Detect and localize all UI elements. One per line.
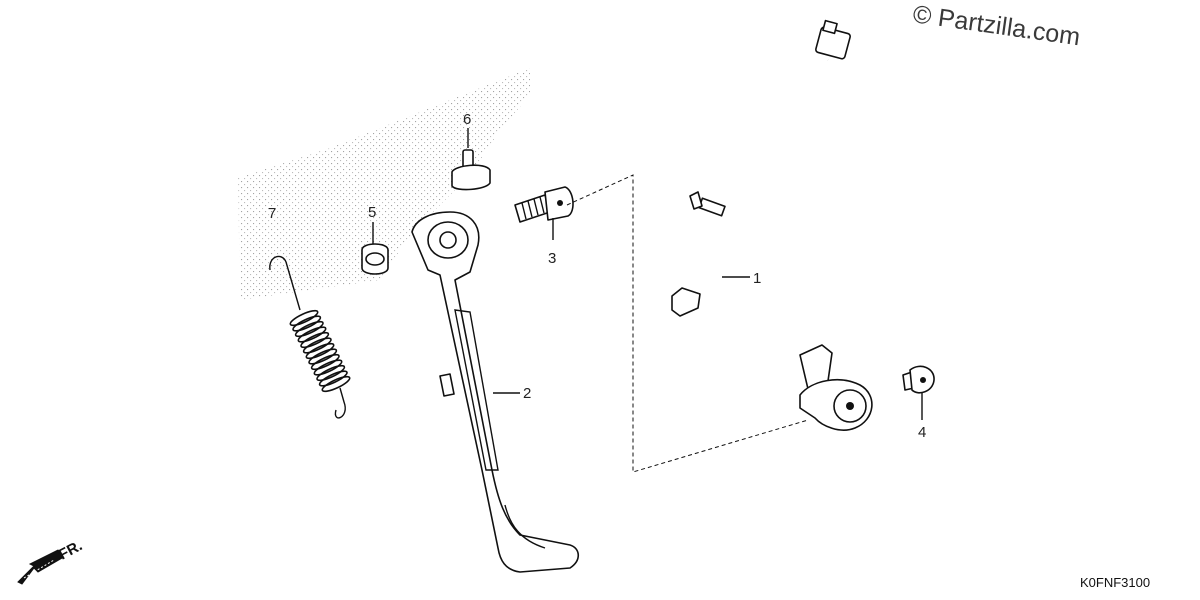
pivot-bolt — [514, 186, 574, 223]
switch-bolt — [902, 365, 935, 394]
spring-coil — [297, 326, 327, 343]
rubber-stopper — [451, 149, 491, 191]
front-arrow-icon — [17, 549, 63, 585]
spring-coil — [321, 375, 351, 393]
callout-5[interactable]: 5 — [368, 204, 376, 221]
front-direction-indicator: FR. — [17, 537, 85, 585]
watermark: © Partzilla.com — [911, 0, 1082, 51]
callout-7[interactable]: 7 — [268, 205, 276, 222]
spring-coil — [310, 353, 340, 371]
spring-coil — [313, 359, 343, 376]
callout-6[interactable]: 6 — [463, 111, 471, 128]
spring-coil — [300, 331, 330, 349]
callout-2[interactable]: 2 — [523, 385, 531, 402]
reference-line — [566, 174, 809, 473]
spring-coil — [308, 348, 338, 365]
frame-shading — [238, 68, 530, 300]
spring-coil — [305, 342, 335, 360]
spring-coil — [292, 315, 322, 332]
collar — [361, 243, 389, 275]
spring-coil — [318, 370, 348, 387]
side-stand-switch — [654, 19, 873, 431]
callout-1[interactable]: 1 — [753, 270, 761, 287]
side-stand — [411, 211, 580, 573]
stand-spring — [269, 255, 351, 419]
front-label: FR. — [56, 537, 85, 563]
diagram-code: K0FNF3100 — [1080, 575, 1150, 590]
callout-4[interactable]: 4 — [918, 424, 926, 441]
spring-coil — [302, 337, 332, 354]
spring-coil — [289, 309, 319, 327]
spring-coil — [294, 320, 324, 338]
spring-coil — [316, 364, 346, 382]
callout-3[interactable]: 3 — [548, 250, 556, 267]
